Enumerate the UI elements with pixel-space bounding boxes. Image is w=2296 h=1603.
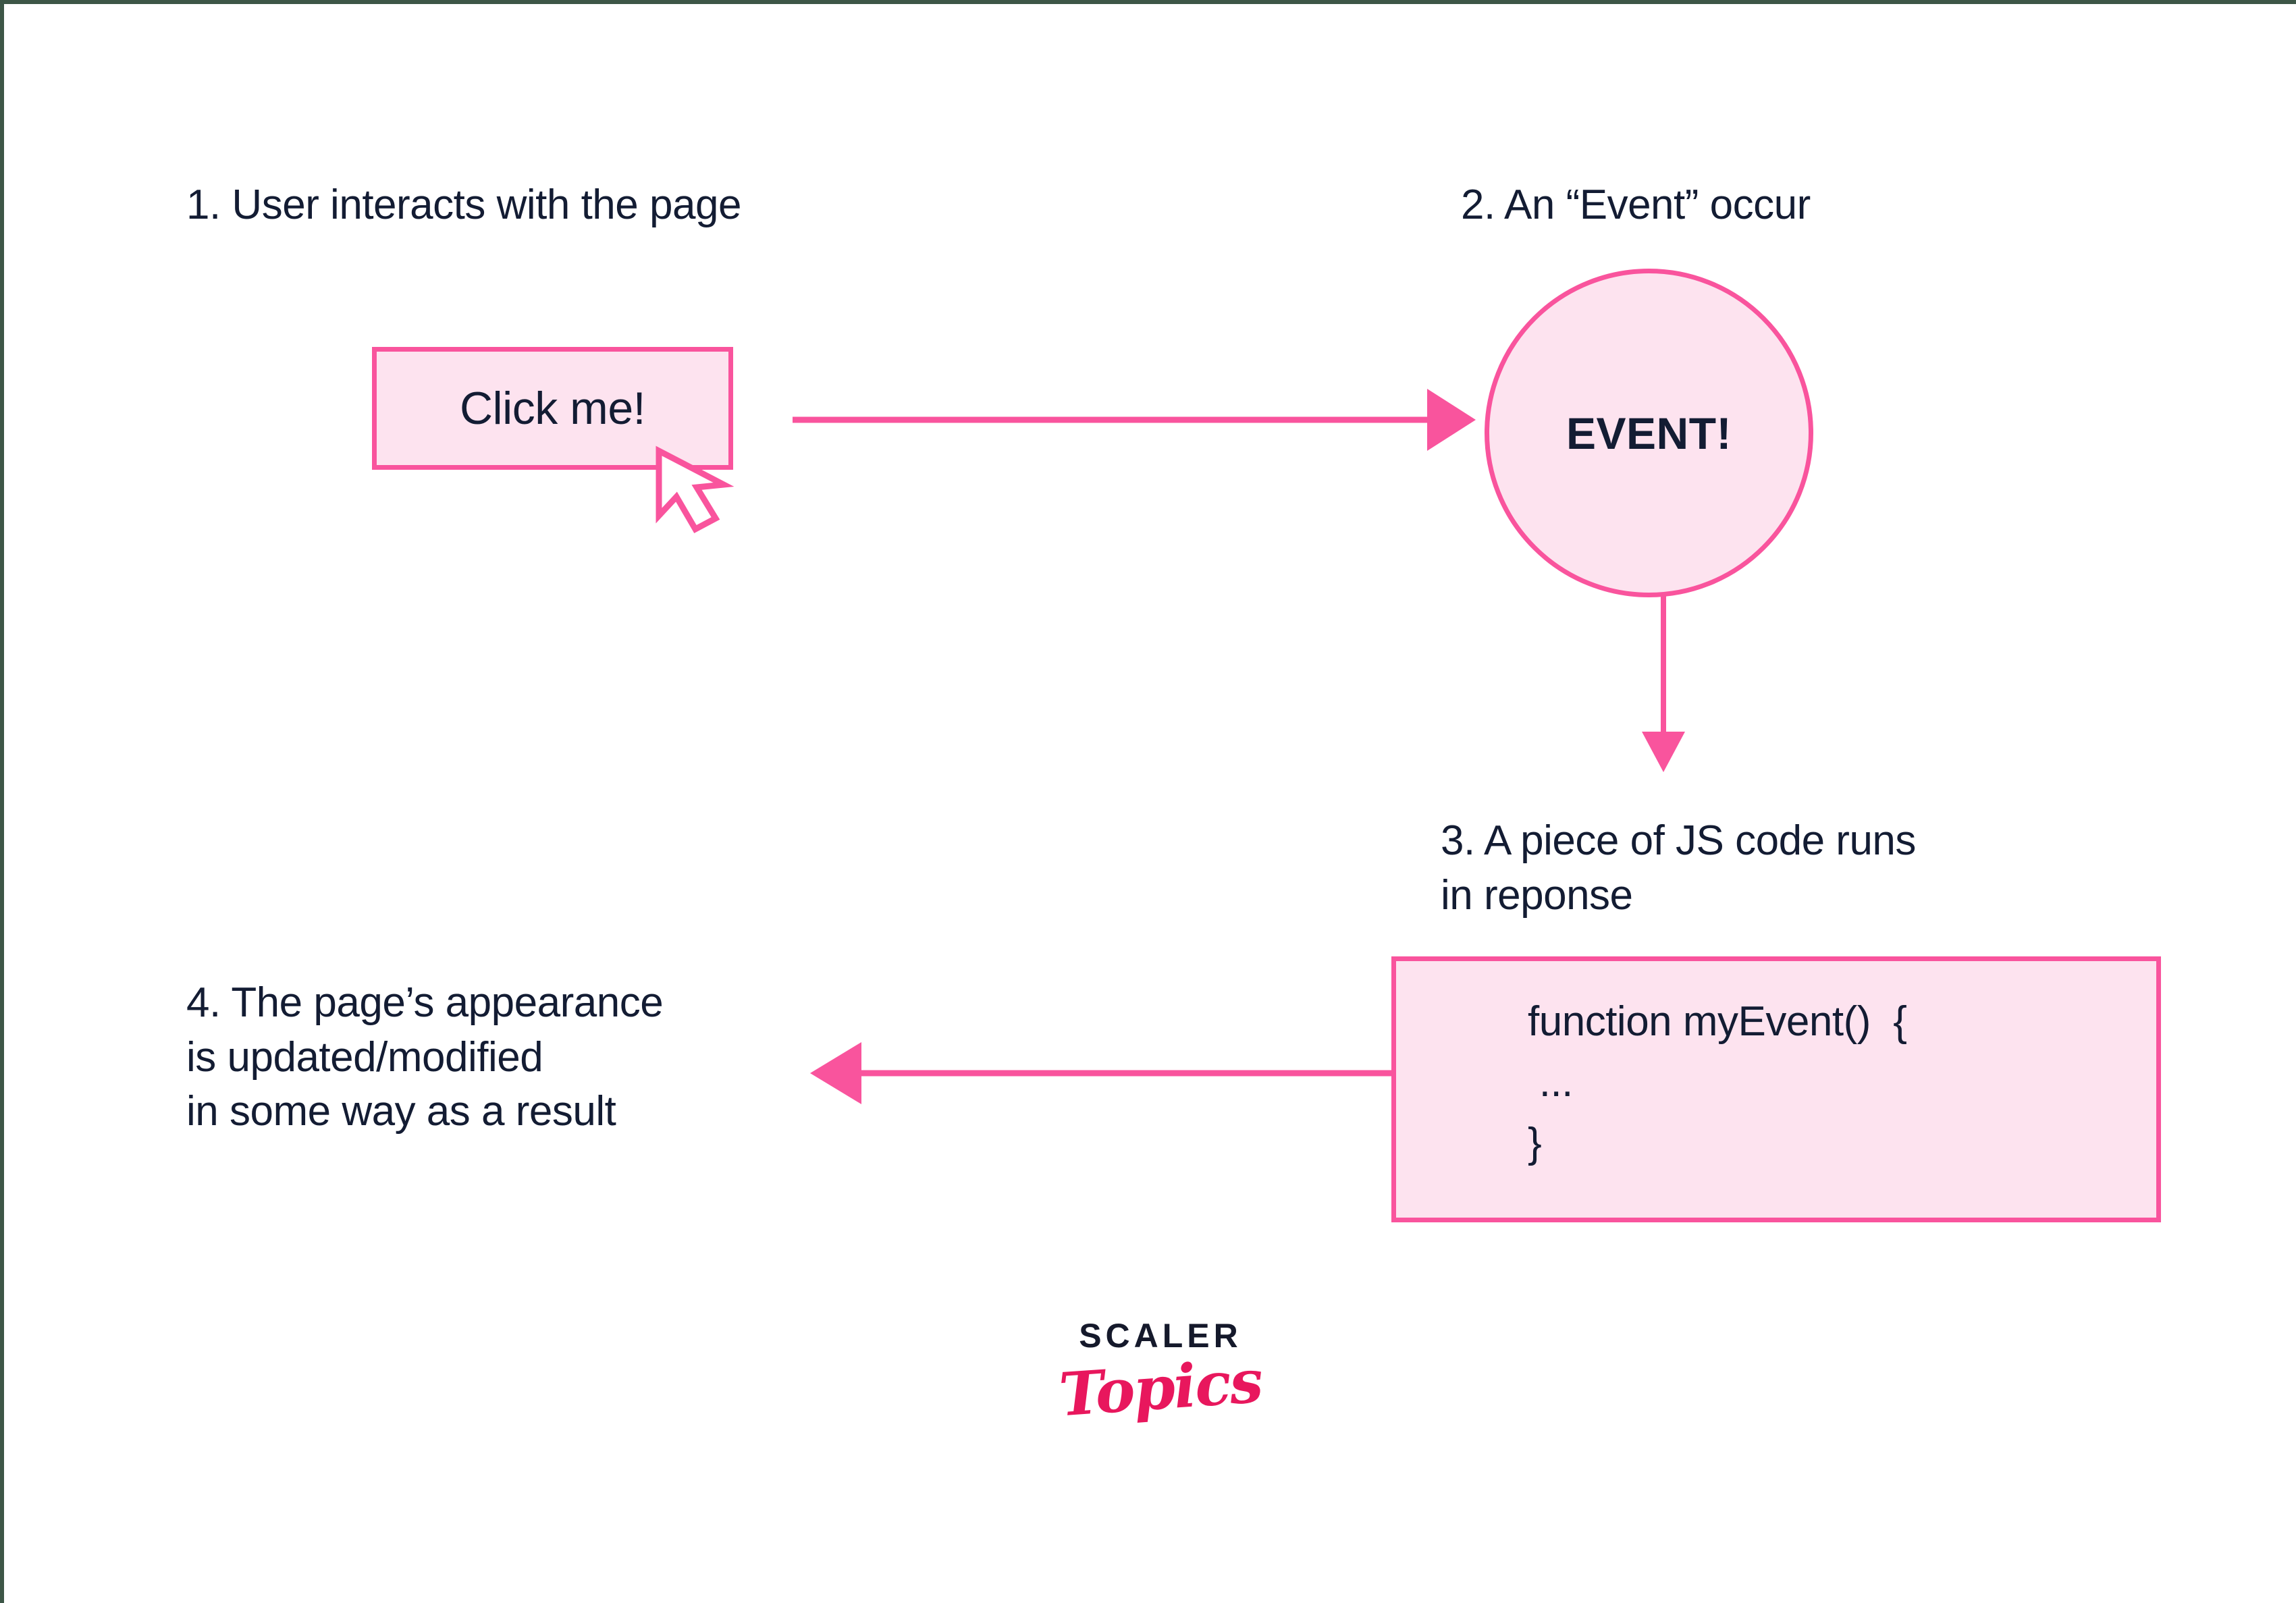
logo-scaler-wordmark: SCALER bbox=[1079, 1317, 1242, 1355]
logo-topics-wordmark: Topics bbox=[1057, 1345, 1264, 1430]
button-to-event-arrow bbox=[793, 382, 1481, 458]
code-to-page-arrow bbox=[807, 1035, 1396, 1111]
step-4-caption: 4. The page’s appearance is updated/modi… bbox=[186, 979, 664, 1135]
event-to-code-arrow bbox=[1624, 593, 1703, 773]
js-code-text: function myEvent() { ... } bbox=[1528, 998, 1907, 1166]
event-node: EVENT! bbox=[1485, 269, 1813, 597]
js-code-box: function myEvent() { ... } bbox=[1391, 956, 2161, 1222]
step-2-caption: 2. An “Event” occur bbox=[1461, 182, 1811, 228]
mouse-cursor-icon bbox=[653, 443, 751, 534]
step-3-caption: 3. A piece of JS code runs in reponse bbox=[1441, 817, 1916, 919]
event-node-label: EVENT! bbox=[1566, 408, 1732, 458]
click-me-button-label: Click me! bbox=[459, 383, 646, 434]
step-1-caption: 1. User interacts with the page bbox=[186, 182, 741, 228]
scaler-topics-logo: SCALER Topics bbox=[1049, 1319, 1272, 1454]
click-me-button[interactable]: Click me! bbox=[372, 347, 733, 470]
